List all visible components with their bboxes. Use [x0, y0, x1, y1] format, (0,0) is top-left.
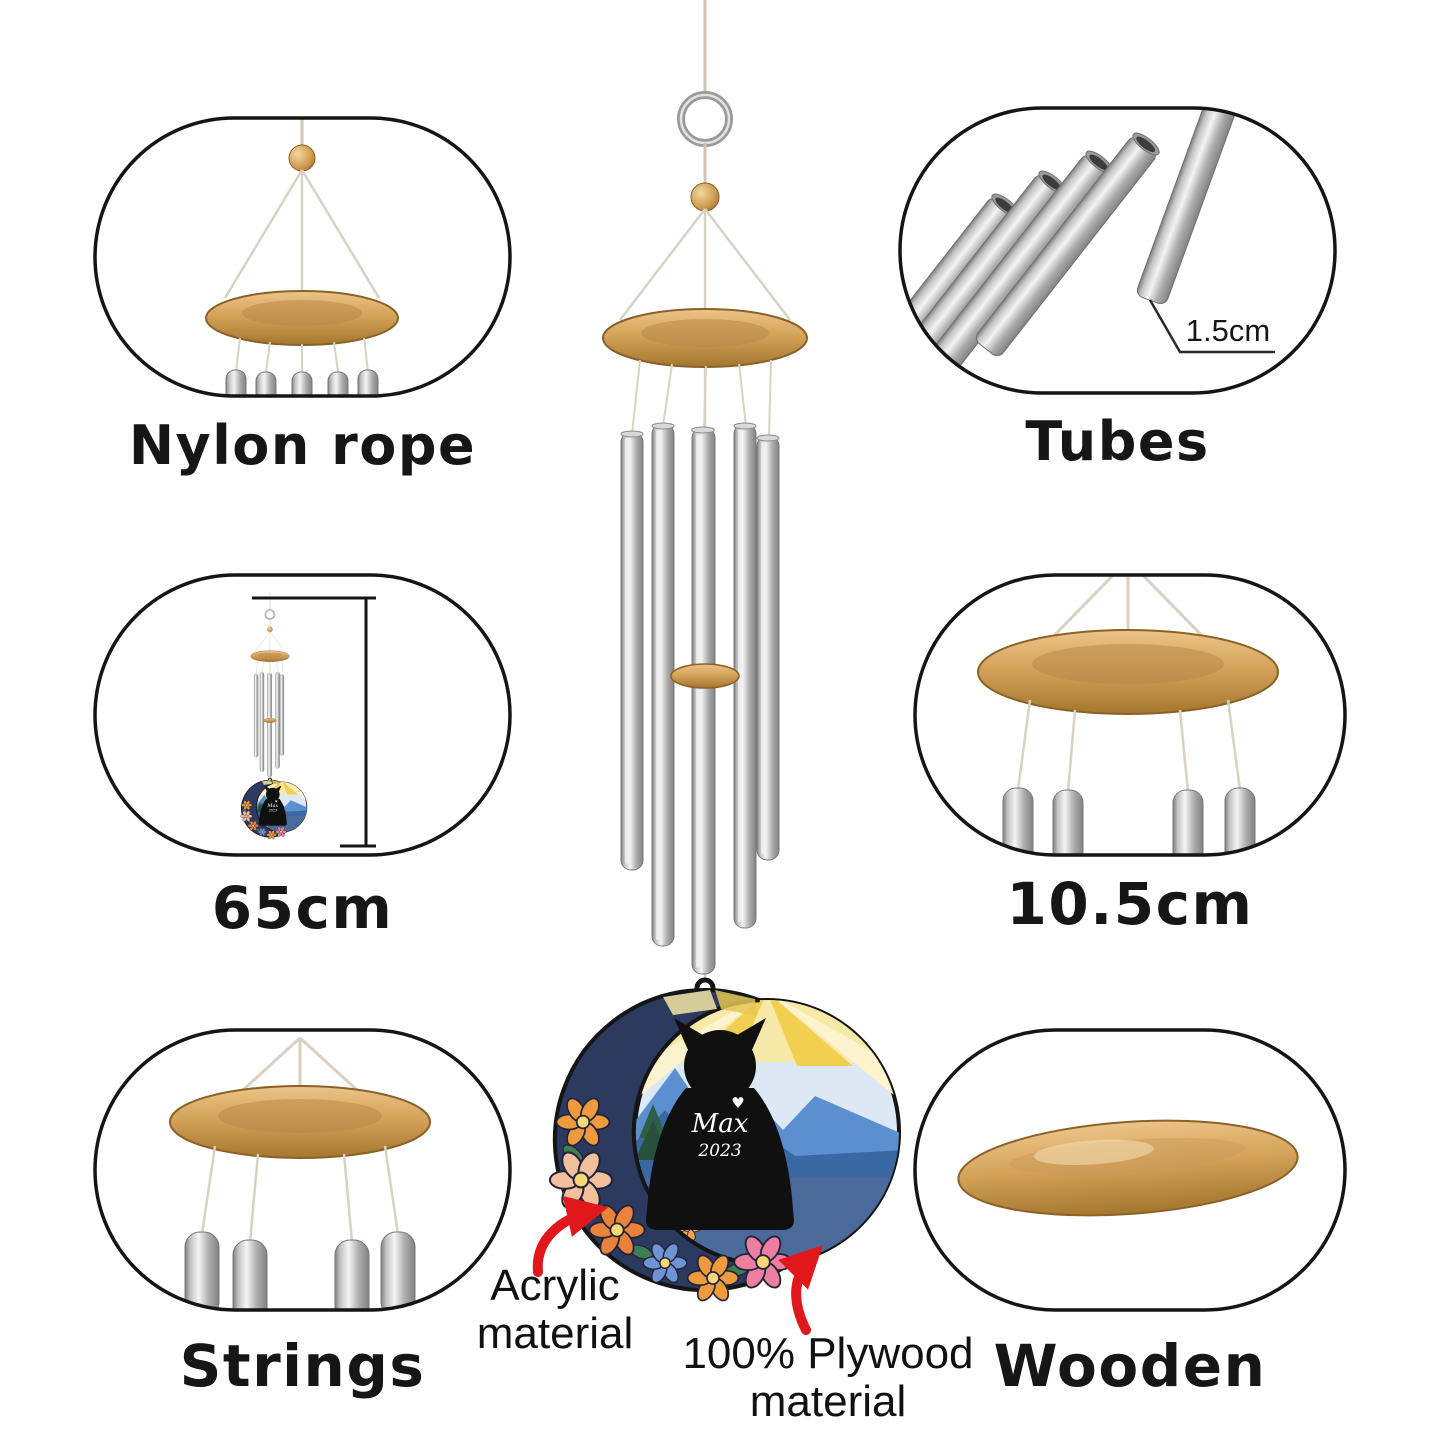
- tube-tops: [184, 1231, 416, 1310]
- tube-strings: [631, 359, 772, 439]
- moon-glass-patch: [663, 990, 717, 1015]
- wooden-bubble: [913, 1028, 1347, 1312]
- nylon-rope-detail: [205, 118, 399, 396]
- charm-year-text: 2023: [697, 1141, 741, 1161]
- tube-strings: [1016, 699, 1242, 793]
- strings-detail: [169, 1036, 431, 1310]
- wood-bead: [288, 144, 316, 172]
- suspension-strings: [619, 208, 791, 322]
- strings-bubble: [93, 1028, 512, 1312]
- dog-silhouette: [646, 1018, 794, 1230]
- ring-width-bubble: [913, 573, 1347, 857]
- diameter-leader-line: [1148, 299, 1275, 354]
- acrylic-material-label: Acrylic material: [430, 1262, 680, 1357]
- length-bubble: [93, 573, 512, 857]
- tubes-label: Tubes: [1025, 410, 1210, 473]
- charm-name-text: Max: [691, 1109, 749, 1139]
- tube-tops: [1002, 787, 1256, 855]
- plywood-arrow: [778, 1245, 823, 1335]
- chime-tube: [756, 434, 780, 861]
- chime-tube: [691, 426, 716, 975]
- heart-icon: ♥: [731, 1094, 744, 1112]
- wood-bead: [690, 182, 720, 212]
- tube-strings: [235, 337, 369, 373]
- wind-chime: ♥ Max 2023: [548, 0, 901, 1305]
- tube-diameter-label: 1.5cm: [1185, 313, 1271, 348]
- clapper: [670, 663, 740, 689]
- chime-tube: [620, 430, 644, 871]
- strings-label: Strings: [179, 1332, 426, 1400]
- wooden-label: Wooden: [993, 1332, 1267, 1400]
- memorial-charm: ♥ Max 2023: [548, 977, 901, 1305]
- nylon-rope-label: Nylon rope: [128, 414, 477, 477]
- ring-width-label: 10.5cm: [1006, 870, 1254, 938]
- chime-tubes: [620, 422, 780, 975]
- height-measure-bracket: [252, 596, 376, 848]
- acrylic-material-line2: material: [476, 1308, 634, 1358]
- plywood-material-line2: material: [749, 1376, 907, 1426]
- acrylic-material-line1: Acrylic: [490, 1261, 620, 1310]
- wooden-detail: [957, 1119, 1299, 1217]
- tubes-bubble: [898, 106, 1337, 395]
- suspension-strings: [223, 169, 381, 300]
- material-arrows: [532, 1195, 823, 1335]
- acrylic-arrow: [532, 1195, 609, 1277]
- plywood-material-line1: 100% Plywood: [682, 1329, 974, 1378]
- ring-width-detail: [977, 575, 1279, 855]
- tube-strings: [200, 1145, 400, 1243]
- size-detail: [240, 592, 376, 848]
- moon-glass-patch: [715, 990, 757, 1016]
- nylon-rope-bubble: [93, 116, 512, 398]
- plywood-material-label: 100% Plywood material: [628, 1330, 1028, 1425]
- chime-tube: [651, 422, 675, 947]
- measured-tube: [1136, 108, 1239, 305]
- tube-tops: [225, 369, 379, 396]
- length-label: 65cm: [211, 874, 394, 942]
- callout-bubbles: [93, 106, 1347, 1312]
- wooden-ring-shading: [641, 319, 769, 347]
- hanging-ring-highlight: [679, 93, 731, 145]
- wooden-ring-side: [957, 1119, 1299, 1217]
